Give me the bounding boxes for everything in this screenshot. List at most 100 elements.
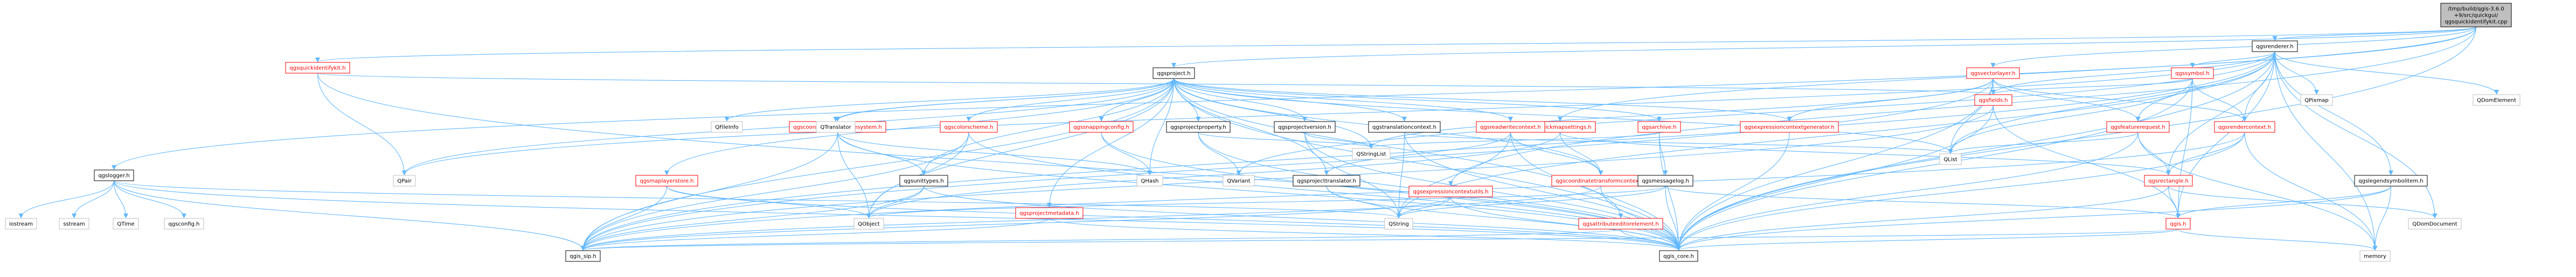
graph-node-qgsvectorlayer-h[interactable]: qgsvectorlayer.h — [1966, 67, 2020, 79]
node-box — [164, 218, 204, 230]
include-edge — [1304, 132, 1374, 148]
graph-node-QVariant: QVariant — [1223, 175, 1255, 187]
graph-node-qgsattributeeditorelement-h[interactable]: qgsattributeeditorelement.h — [1578, 218, 1663, 230]
graph-node-qgis-sip-h[interactable]: qgis_sip.h — [565, 250, 601, 262]
graph-node-qgstranslationcontext-h[interactable]: qgstranslationcontext.h — [1368, 121, 1441, 133]
include-edge — [2242, 51, 2275, 122]
include-edge — [113, 180, 1681, 251]
include-edge — [581, 229, 1621, 251]
node-box — [2473, 94, 2521, 106]
graph-node-QTime: QTime — [113, 218, 139, 230]
node-label: +9/src/quickgui/ — [2454, 13, 2498, 19]
graph-node-QPixmap: QPixmap — [2300, 94, 2333, 106]
include-edge — [866, 186, 1666, 218]
graph-node-memory: memory — [2359, 250, 2391, 262]
include-edge — [18, 180, 115, 218]
include-edge — [1047, 78, 1175, 208]
node-box — [1352, 148, 1391, 160]
graph-node-qgsprojectversion-h[interactable]: qgsprojectversion.h — [1274, 121, 1336, 133]
node-label: qgsquickmapsettings.h — [1529, 125, 1591, 131]
node-label: qgsunittypes.h — [904, 179, 943, 184]
include-edge — [1948, 78, 2193, 154]
graph-node-QFileInfo: QFileInfo — [711, 121, 743, 133]
include-edge — [1404, 132, 1681, 251]
include-edge — [1510, 132, 1603, 175]
graph-node-qgssnappingconfig-h[interactable]: qgssnappingconfig.h — [1069, 121, 1134, 133]
node-label: QDomElement — [2477, 98, 2516, 104]
node-box — [899, 175, 948, 187]
include-edge — [1948, 51, 2275, 154]
graph-node-qgsrectangle-h[interactable]: qgsrectangle.h — [2144, 175, 2193, 187]
graph-node-qgsfields-h[interactable]: qgsfields.h — [1974, 94, 2012, 106]
node-box — [565, 250, 601, 262]
include-edge — [2137, 132, 2171, 175]
include-edge — [1676, 229, 2179, 251]
graph-node-qgsrenderer-h[interactable]: qgsrenderer.h — [2252, 40, 2298, 52]
graph-node-qgsmessagelog-h[interactable]: qgsmessagelog.h — [1637, 175, 1693, 187]
include-edge — [2176, 78, 2193, 218]
node-label: QTranslator — [820, 125, 851, 131]
include-edge — [2137, 132, 2378, 251]
node-box — [816, 121, 856, 133]
graph-node-qgscolorscheme-h[interactable]: qgscolorscheme.h — [940, 121, 998, 133]
graph-node-qgsarchive-h[interactable]: qgsarchive.h — [1637, 121, 1681, 133]
graph-node-qgsquickidentifykit-h[interactable]: qgsquickidentifykit.h — [285, 62, 350, 74]
graph-node-qgsexpressioncontextutils-h[interactable]: qgsexpressioncontextutils.h — [1408, 186, 1493, 197]
include-edge — [580, 218, 1050, 251]
include-edge — [580, 132, 838, 251]
graph-node-qgis-h[interactable]: qgis.h — [2165, 218, 2191, 230]
node-label: QList — [1943, 157, 1957, 163]
graph-node-qgsprojecttranslator-h[interactable]: qgsprojecttranslator.h — [1293, 175, 1360, 187]
node-box — [2252, 40, 2298, 52]
node-box — [94, 169, 134, 181]
node-label: qgis_core.h — [1663, 254, 1694, 260]
include-edge — [317, 73, 1995, 95]
include-edge — [1173, 78, 1513, 122]
graph-node-qgsproject-h[interactable]: qgsproject.h — [1152, 67, 1195, 79]
node-box — [2300, 94, 2333, 106]
include-edge — [666, 186, 1681, 251]
node-box — [1974, 94, 2012, 106]
include-edge — [317, 73, 407, 175]
graph-node-qgsexpressioncontextgenerator-h[interactable]: qgsexpressioncontextgenerator.h — [1740, 121, 1839, 133]
graph-node-qgssymbol-h[interactable]: qgssymbol.h — [2171, 67, 2214, 79]
node-label: qgsprojectmetadata.h — [1019, 211, 1079, 217]
include-edge — [2244, 132, 2378, 251]
include-edge — [666, 186, 871, 218]
node-label: qgsexpressioncontextutils.h — [1413, 189, 1488, 195]
node-label: QHash — [1141, 179, 1158, 184]
graph-node-qgscoordinatetransformcontext-h[interactable]: qgscoordinatetransformcontext.h — [1551, 175, 1650, 187]
include-edge — [1510, 132, 1681, 251]
graph-node-qgsprojectproperty-h[interactable]: qgsprojectproperty.h — [1166, 121, 1231, 133]
graph-node-qgsmaplayerstore-h[interactable]: qgsmaplayerstore.h — [635, 175, 698, 187]
include-edge — [1676, 78, 2193, 251]
graph-node-qgsrendercontext-h[interactable]: qgsrendercontext.h — [2214, 121, 2275, 133]
node-label: QPair — [397, 179, 412, 184]
include-edge — [1676, 186, 2392, 251]
graph-node-qgsunittypes-h[interactable]: qgsunittypes.h — [899, 175, 948, 187]
graph-node-qgis-core-h[interactable]: qgis_core.h — [1659, 250, 1698, 262]
include-edge — [2192, 78, 2247, 122]
include-edge — [1173, 78, 1374, 148]
node-box — [1476, 121, 1545, 133]
graph-node-qgslegendsymbolitem-h[interactable]: qgslegendsymbolitem.h — [2354, 175, 2428, 187]
graph-node-qgsconfig-h: qgsconfig.h — [164, 218, 204, 230]
include-edge — [1448, 26, 2477, 186]
graph-node-qgsfeaturerequest-h[interactable]: qgsfeaturerequest.h — [2106, 121, 2170, 133]
node-label: qgsattributeeditorelement.h — [1582, 222, 1658, 228]
include-edge — [1992, 78, 2141, 122]
include-edge — [1326, 186, 1401, 218]
graph-node-root[interactable]: /tmp/build/qgis-3.6.0+9/src/quickgui/qgs… — [2440, 3, 2512, 27]
node-label: qgssnappingconfig.h — [1073, 125, 1129, 131]
include-edge — [316, 26, 2477, 62]
node-label: QFileInfo — [715, 125, 739, 131]
include-edge — [1099, 78, 1175, 122]
include-edge — [1991, 51, 2275, 95]
graph-node-QList: QList — [1939, 153, 1962, 165]
node-box — [1152, 67, 1195, 79]
graph-node-qgsprojectmetadata-h[interactable]: qgsprojectmetadata.h — [1015, 207, 1084, 219]
graph-node-qgslogger-h[interactable]: qgslogger.h — [94, 169, 134, 181]
node-label: qgsrendercontext.h — [2218, 125, 2271, 131]
graph-node-qgsreadwritecontext-h[interactable]: qgsreadwritecontext.h — [1476, 121, 1545, 133]
include-edge — [1992, 105, 2181, 218]
